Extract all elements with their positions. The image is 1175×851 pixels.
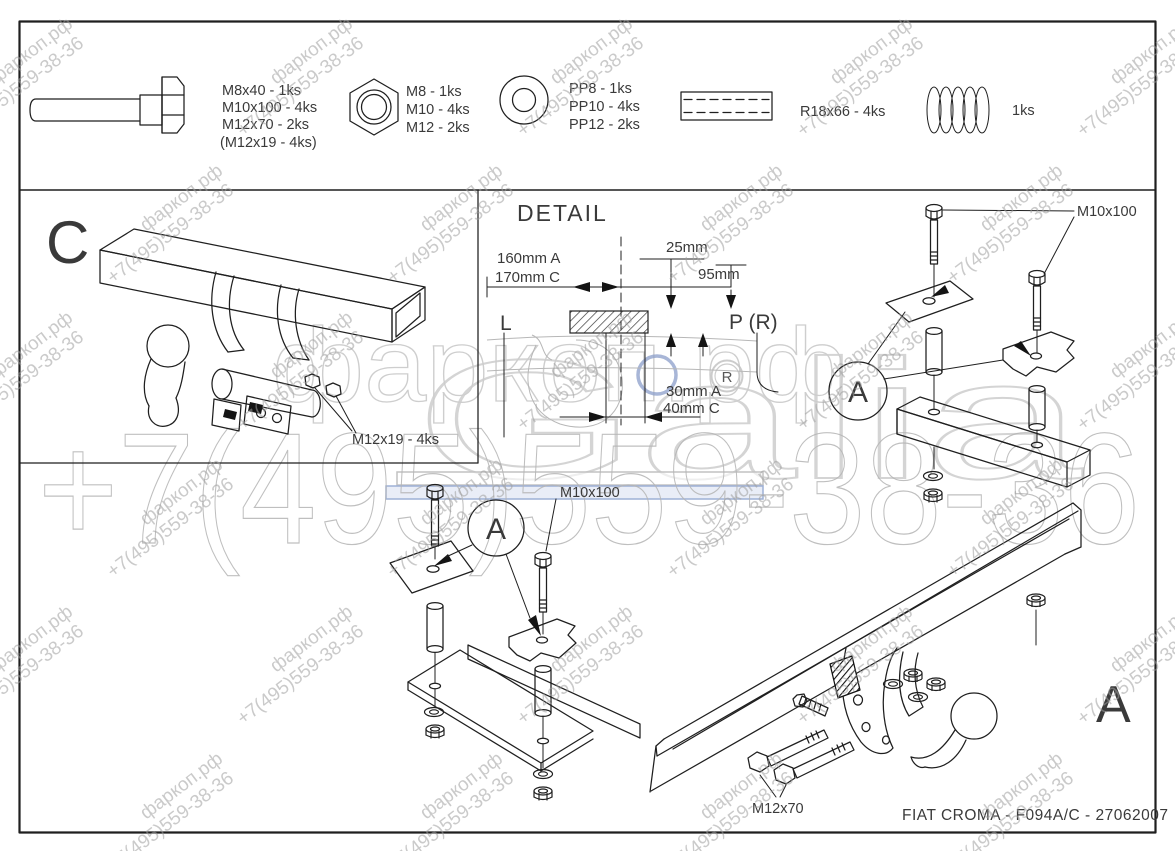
towball-bracket: [792, 647, 924, 755]
brand-watermark: фаркоп.рф: [271, 306, 847, 424]
dim-40-label: 40mm C: [663, 400, 720, 417]
detail-title: DETAIL: [517, 200, 608, 226]
bolt-line-2: M10x100 - 4ks: [222, 100, 317, 116]
dim-25-label: 25mm: [666, 239, 708, 256]
tow-ball-drawing: [143, 324, 190, 427]
washer-line-1: PP8 - 1ks: [569, 81, 632, 97]
cross-beam-drawing: [99, 228, 426, 343]
towball-fasteners: [882, 593, 1046, 703]
nut-line-1: M8 - 1ks: [406, 84, 462, 100]
nut-top-view-icon: [349, 78, 399, 136]
stack1: [389, 483, 474, 739]
bottom-bolt-callout: M12x70: [752, 801, 804, 817]
model-code: FIAT CROMA - F094A/C - 27062007: [902, 807, 1168, 824]
dim-170-label: 170mm C: [495, 269, 560, 286]
nut-line-2: M10 - 4ks: [406, 102, 470, 118]
dim-30-label: 30mm A: [666, 383, 721, 400]
spring-icon: [926, 86, 990, 134]
bolt-line-4: (M12x19 - 4ks): [220, 135, 317, 151]
detail-circle-a: A: [445, 499, 541, 636]
brand-watermark-text: фаркоп.рф: [272, 307, 847, 424]
right-stack1: [885, 203, 974, 503]
towball-drawing: [910, 692, 998, 769]
right-circle-a: A: [828, 311, 1004, 421]
phone-watermark: +7(495)559-38-36: [37, 400, 1140, 577]
washer-line-3: PP12 - 2ks: [569, 117, 640, 133]
detail-panel: DETAIL: [486, 200, 779, 552]
spacer-tube-icon: [680, 91, 773, 121]
dim-95-label: 95mm: [698, 266, 740, 283]
dimension-lines: [486, 236, 779, 438]
right-bolt-callout: M10x100: [1077, 204, 1137, 220]
washer-quantities: PP8 - 1ks PP10 - 4ks PP12 - 2ks: [569, 81, 640, 133]
left-side-mark: L: [500, 312, 512, 335]
right-bolt-leaders: [942, 209, 1075, 275]
logo-blue-ring-icon: [636, 354, 678, 396]
circle-a-letter-right: A: [848, 376, 868, 409]
stack2: [508, 551, 577, 801]
center-bolt-callout: M10x100: [560, 485, 620, 501]
circle-a-letter: A: [486, 513, 506, 546]
bolt-side-view-icon: [29, 76, 185, 134]
bolt-quantities: M8x40 - 1ks M10x100 - 4ks M12x70 - 2ks (…: [220, 83, 317, 151]
right-stack2: [1002, 269, 1075, 449]
bolt-line-1: M8x40 - 1ks: [222, 83, 301, 99]
car-body-outline: [486, 334, 758, 428]
spacer-tube-label: R18x66 - 4ks: [800, 104, 885, 120]
center-bolt-leader: [545, 498, 557, 552]
main-crossbar-drawing: [649, 502, 1082, 793]
bolt-line-3: M12x70 - 2ks: [222, 117, 309, 133]
spring-quantity-label: 1ks: [1012, 103, 1035, 119]
section-c-assembly: C: [46, 209, 439, 448]
right-mount-plate: [896, 396, 1091, 488]
washer-icon: [499, 75, 549, 125]
mount-plate-hatched: [569, 310, 649, 334]
logo-underline-bars: [385, 471, 764, 500]
bottom-exploded-view: A: [389, 483, 641, 801]
c-bolt-callout: M12x19 - 4ks: [352, 432, 439, 448]
nut-line-3: M12 - 2ks: [406, 120, 470, 136]
right-exploded-view: M10x100: [828, 203, 1137, 503]
base-plate-drawing: [407, 644, 641, 772]
registered-mark-letter: R: [722, 369, 733, 386]
phone-watermark-text: +7(495)559-38-36: [38, 401, 1140, 577]
section-c-label: C: [46, 209, 89, 276]
washer-line-2: PP10 - 4ks: [569, 99, 640, 115]
right-side-mark: P (R): [729, 311, 778, 334]
fastener-cluster-drawing: [211, 373, 342, 435]
detail-dim-labels: 160mm A 170mm C 25mm 95mm L P (R) 30mm A…: [495, 239, 778, 417]
c-bolt-leader-lines: [314, 387, 357, 434]
m12x70-bolts: [747, 729, 855, 798]
towball-assembly: M12x70: [747, 593, 1046, 817]
registered-mark-icon: R: [710, 359, 744, 393]
parts-strip: M8x40 - 1ks M10x100 - 4ks M12x70 - 2ks (…: [29, 75, 1035, 151]
section-a-label: A: [1096, 676, 1131, 734]
dim-160-label: 160mm A: [497, 250, 560, 267]
nut-quantities: M8 - 1ks M10 - 4ks M12 - 2ks: [406, 84, 470, 136]
bracket-straps-drawing: [211, 271, 321, 418]
page-frame: [18, 20, 1157, 834]
